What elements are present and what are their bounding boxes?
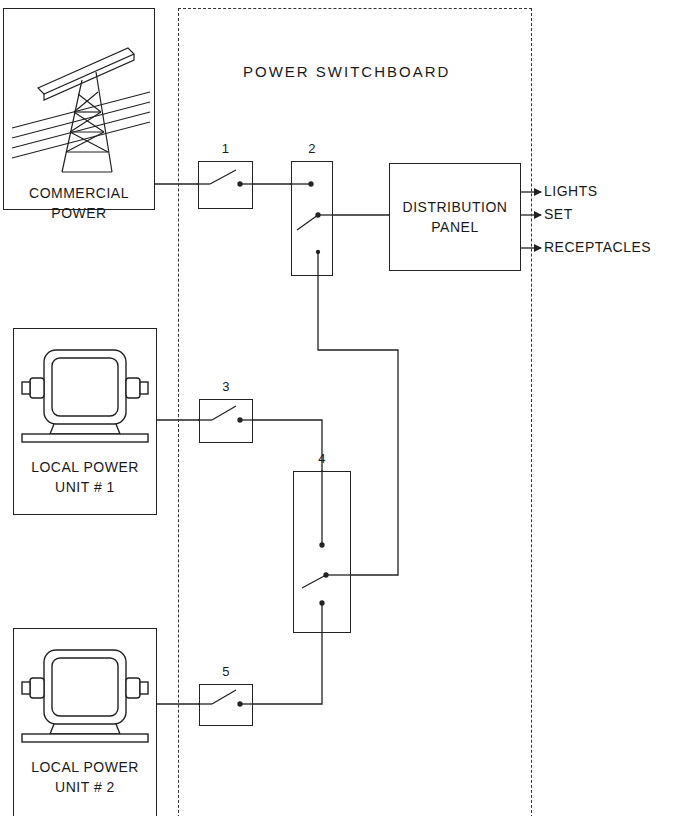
- callout-number: 3: [200, 378, 252, 397]
- wire: [253, 420, 322, 471]
- callout-number: 4: [294, 450, 350, 469]
- switch-contacts: [197, 170, 350, 706]
- box-label: DISTRIBUTION PANEL: [396, 197, 514, 238]
- switch-box: 1: [198, 161, 253, 209]
- transfer-switch: 2: [291, 161, 333, 276]
- wire: [333, 214, 389, 215]
- transfer-switch: 4: [293, 471, 351, 633]
- callout-number: 2: [292, 140, 332, 159]
- switchboard-region: POWER SWITCHBOARD12DISTRIBUTION PANEL345: [178, 8, 532, 816]
- label-wrap: LOCAL POWER UNIT # 2: [14, 757, 156, 798]
- wire: [253, 633, 322, 704]
- wire: [253, 183, 291, 184]
- output-label: SET: [544, 206, 573, 222]
- source-label: LOCAL POWER UNIT # 1: [24, 457, 146, 498]
- generator-2: [22, 650, 148, 742]
- switch-box: 3: [199, 399, 253, 443]
- generator-box: LOCAL POWER UNIT # 2: [13, 628, 157, 816]
- label-wrap: LOCAL POWER UNIT # 1: [14, 457, 156, 498]
- callout-number: 1: [199, 140, 252, 159]
- wire: [318, 276, 398, 575]
- wire: [155, 183, 198, 184]
- label-wrap: COMMERCIAL POWER: [4, 183, 154, 224]
- distribution-panel: DISTRIBUTION PANEL: [389, 163, 521, 271]
- power-tower: [12, 48, 150, 172]
- output-arrows: [520, 192, 541, 248]
- source-label: COMMERCIAL POWER: [18, 183, 140, 224]
- generator-box: LOCAL POWER UNIT # 1: [13, 328, 157, 515]
- output-label: LIGHTS: [544, 183, 598, 199]
- switch-box: 5: [199, 684, 253, 726]
- source-label: LOCAL POWER UNIT # 2: [24, 757, 146, 798]
- output-label: RECEPTACLES: [544, 239, 651, 255]
- generator-1: [22, 350, 148, 442]
- panel-title: POWER SWITCHBOARD: [243, 61, 450, 83]
- source-box: COMMERCIAL POWER: [3, 8, 155, 210]
- callout-number: 5: [200, 663, 252, 682]
